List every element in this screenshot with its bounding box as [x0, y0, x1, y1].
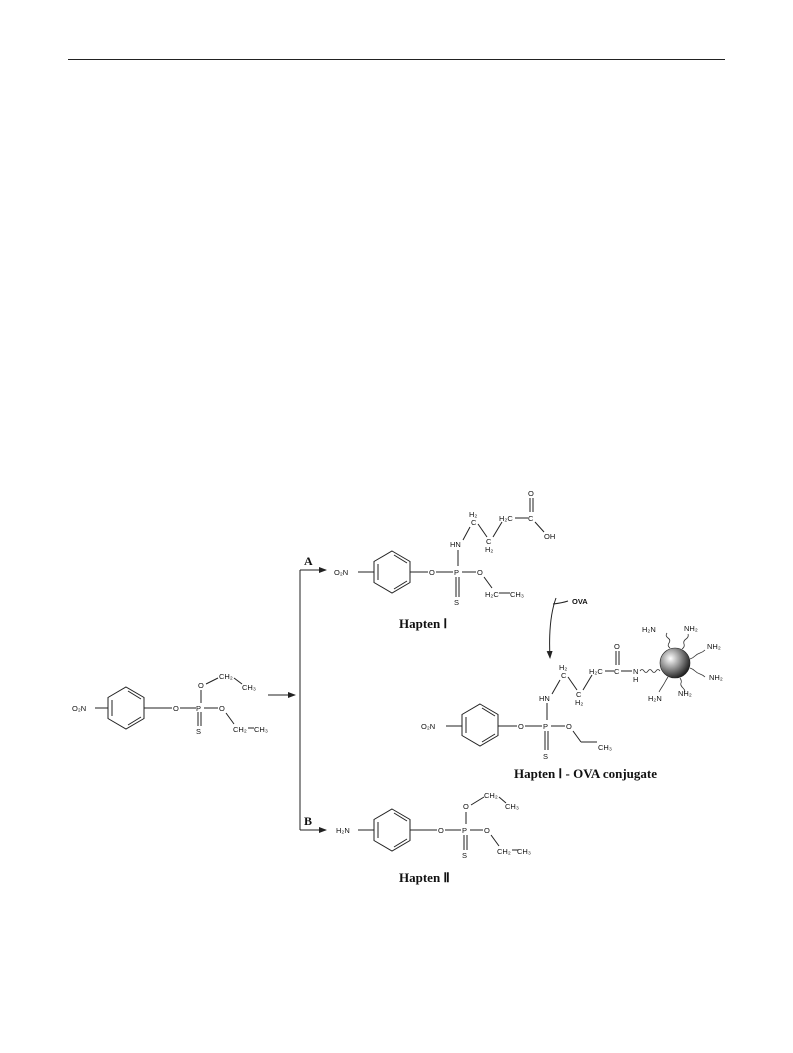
h2-o-lower-label: O: [484, 826, 490, 835]
h2-ch2-lower-label: CH₂: [497, 847, 511, 856]
hapten-2-structure: H₂N O P S O CH₂ CH₃ O CH₂ CH₃: [336, 791, 531, 860]
h1-h2-a-label: H₂: [469, 510, 477, 519]
route-b-label: B: [304, 814, 312, 828]
hapten-1-structure: O₂N O P S HN H₂ C C H₂ H₂C C O OH: [334, 489, 555, 607]
ova-nh2-d-label: NH₂: [678, 689, 692, 698]
conj-c-amide-label: C: [614, 667, 620, 676]
h2-ch3-lower-label: CH₃: [517, 847, 531, 856]
h1-p-label: P: [454, 568, 459, 577]
conj-c-b-label: C: [576, 690, 582, 699]
hapten-2-caption: Hapten Ⅱ: [399, 870, 450, 885]
conj-c-a-label: C: [561, 671, 567, 680]
conj-n-label: N: [633, 667, 638, 676]
h1-o-acid-label: O: [528, 489, 534, 498]
conj-o-amide-label: O: [614, 642, 620, 651]
h1-o2n-label: O₂N: [334, 568, 348, 577]
conj-s-label: S: [543, 752, 548, 761]
conj-h2-b-label: H₂: [575, 698, 583, 707]
start-ch2-lower-label: CH₂: [233, 725, 247, 734]
h1-h2-b-label: H₂: [485, 545, 493, 554]
start-ch3-upper-label: CH₃: [242, 683, 256, 692]
ova-reagent-label: OVA: [572, 597, 588, 606]
header-rule: [68, 59, 725, 60]
ova-protein-sphere: [659, 647, 691, 679]
conj-h2c-label: H₂C: [589, 667, 603, 676]
ova-nh2-b-label: NH₂: [707, 642, 721, 651]
h2-s-label: S: [462, 851, 467, 860]
conj-o-ester-label: O: [566, 722, 572, 731]
conj-hn-label: HN: [539, 694, 550, 703]
conj-ch3-label: CH₃: [598, 743, 612, 752]
ova-h2n-b-label: H₂N: [648, 694, 662, 703]
route-a-label: A: [304, 554, 313, 568]
start-ch3-lower-label: CH₃: [254, 725, 268, 734]
h2-h2n-label: H₂N: [336, 826, 350, 835]
start-ch2-upper-label: CH₂: [219, 672, 233, 681]
h1-h2c-label: H₂C: [499, 514, 513, 523]
start-o2n-label: O₂N: [72, 704, 86, 713]
h1-o-ester-label: O: [477, 568, 483, 577]
starting-compound: O₂N O P S O CH₂ CH₃ O CH₂ CH₃: [72, 672, 268, 736]
start-o-lower-label: O: [219, 704, 225, 713]
ova-arrow-tail: [552, 600, 569, 605]
conjugate-caption: Hapten Ⅰ - OVA conjugate: [514, 766, 657, 781]
h1-c-acid-label: C: [528, 514, 534, 523]
h1-ch3-label: CH₃: [510, 590, 524, 599]
conjugate-structure: O₂N O P S HN H₂ C C H₂ H₂C C O N: [421, 624, 723, 761]
conj-o-label: O: [518, 722, 524, 731]
ova-nh2-a-label: NH₂: [684, 624, 698, 633]
conj-h2-a-label: H₂: [559, 663, 567, 672]
h1-o-label: O: [429, 568, 435, 577]
conj-o2n-label: O₂N: [421, 722, 435, 731]
h2-o-upper-label: O: [463, 802, 469, 811]
h1-oh-label: OH: [544, 532, 555, 541]
ova-arrow: [546, 597, 557, 659]
h1-hn-label: HN: [450, 540, 461, 549]
conj-p-label: P: [543, 722, 548, 731]
h1-c-b-label: C: [486, 537, 492, 546]
start-o-upper-label: O: [198, 681, 204, 690]
linker-wavy: [639, 669, 661, 673]
h2-ch3-upper-label: CH₃: [505, 802, 519, 811]
h1-ch2-label: H₂C: [485, 590, 499, 599]
h1-s-label: S: [454, 598, 459, 607]
h2-ch2-upper-label: CH₂: [484, 791, 498, 800]
h2-o-label: O: [438, 826, 444, 835]
start-o-label: O: [173, 704, 179, 713]
start-s-label: S: [196, 727, 201, 736]
ova-nh2-c-label: NH₂: [709, 673, 723, 682]
ova-h2n-a-label: H₂N: [642, 625, 656, 634]
start-p-label: P: [196, 704, 201, 713]
conj-h-label: H: [633, 675, 638, 684]
h1-c-a-label: C: [471, 518, 477, 527]
h2-p-label: P: [462, 826, 467, 835]
hapten-1-caption: Hapten Ⅰ: [399, 616, 447, 631]
